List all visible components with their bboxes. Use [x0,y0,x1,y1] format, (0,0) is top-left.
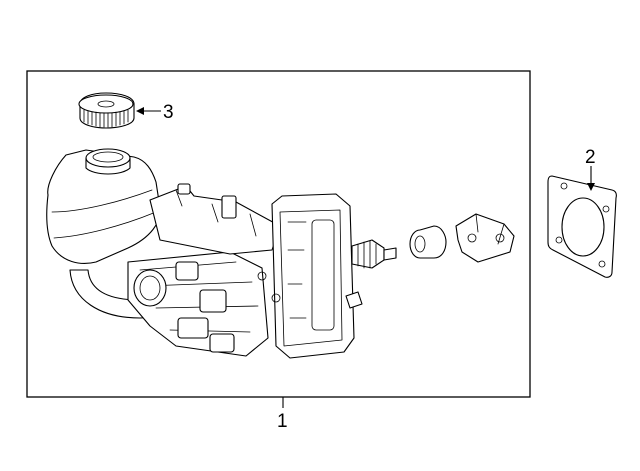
gasket-part [547,175,617,278]
assembly-frame [26,70,531,398]
callout-label-2: 2 [585,147,596,168]
brake-booster-assembly-part [46,148,515,359]
leader-line-3 [136,107,161,115]
leader-line-2 [587,166,595,191]
callout-label-3: 3 [163,102,174,123]
reservoir-cap-part [78,92,135,129]
callout-label-1: 1 [277,411,288,432]
